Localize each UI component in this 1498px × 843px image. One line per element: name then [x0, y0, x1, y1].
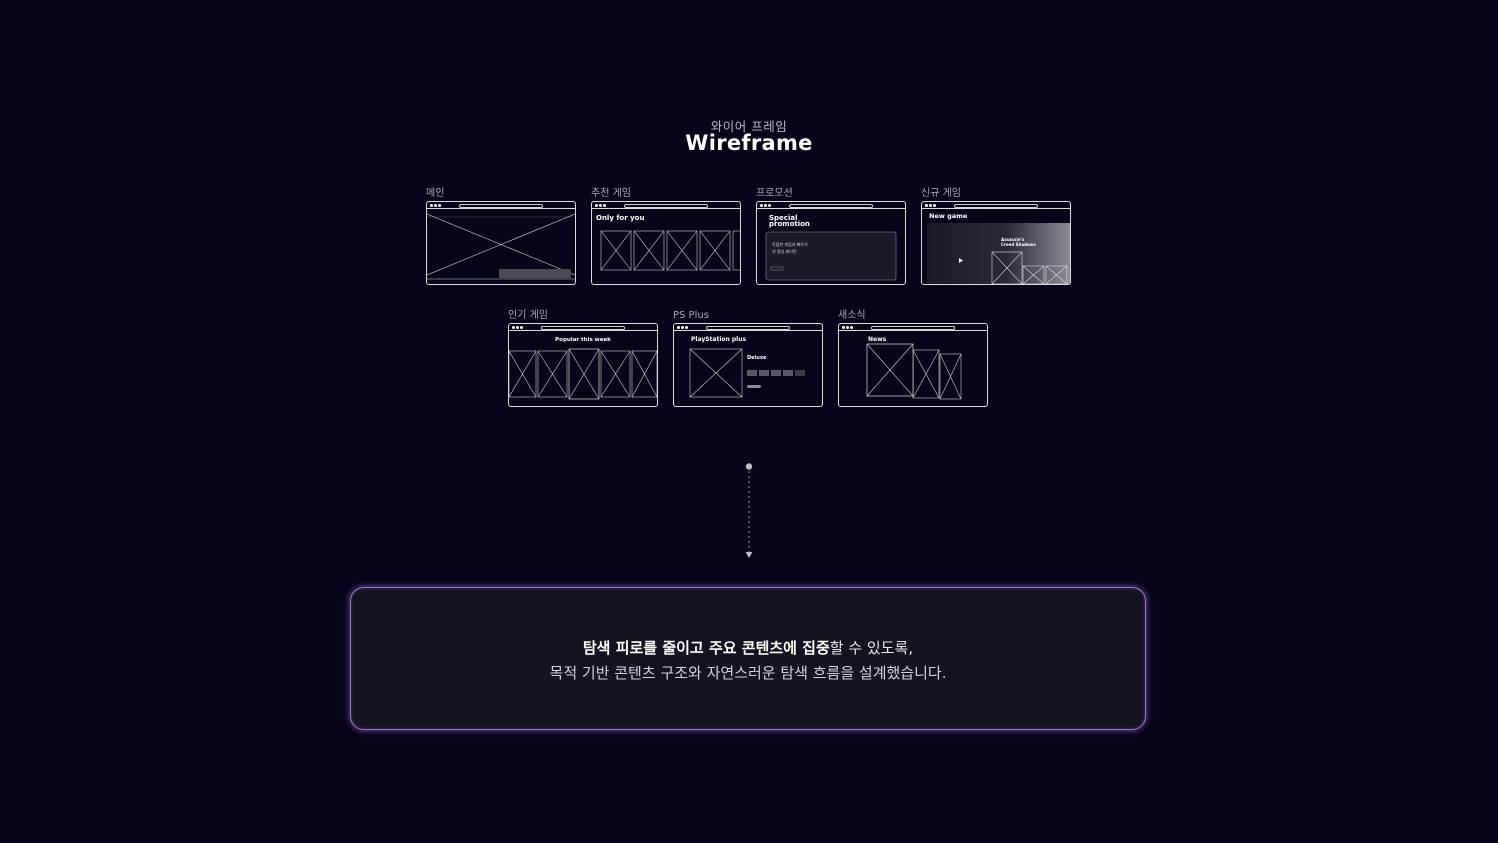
browser-frame: PlayStation plus Deluxe: [673, 323, 823, 407]
wireframe-heading: Special: [769, 214, 798, 222]
wireframe-heading: PlayStation plus: [691, 336, 747, 343]
wireframe-card-recommended[interactable]: 추천 게임 Only for you: [591, 187, 741, 285]
placeholder-x-icon: [689, 348, 805, 398]
summary-callout: 탐색 피로를 줄이고 주요 콘텐츠에 집중할 수 있도록, 목적 기반 콘텐츠 …: [350, 587, 1146, 730]
wireframe-card-news[interactable]: 새소식 News: [838, 309, 988, 407]
wireframe-label: 메인: [426, 188, 445, 199]
wireframe-heading: New game: [929, 212, 968, 220]
featured-banner: [927, 223, 1070, 284]
wireframe-heading: Only for you: [596, 214, 645, 222]
promo-text: 독점판 게임과 빠르기: [772, 242, 808, 247]
section-subtitle: 와이어 프레임: [710, 119, 788, 134]
wireframe-heading: Popular this week: [555, 337, 611, 343]
browser-frame: Popular this week: [508, 323, 658, 407]
browser-bar: [509, 324, 657, 331]
browser-frame: Only for you: [591, 201, 741, 285]
wireframe-card-psplus[interactable]: PS Plus PlayStation plus Deluxe: [673, 309, 823, 407]
promo-text: 의 풍성 파이먼: [772, 249, 797, 254]
browser-bar: [839, 324, 987, 331]
wireframe-card-newgame[interactable]: 신규 게임 New game Assassin's Creed S: [921, 187, 1071, 285]
browser-bar: [757, 202, 905, 209]
summary-line-1: 탐색 피로를 줄이고 주요 콘텐츠에 집중할 수 있도록,: [351, 637, 1145, 658]
section-title: Wireframe: [685, 131, 813, 155]
feature-title: Assassin's: [1001, 237, 1025, 242]
summary-line-2: 목적 기반 콘텐츠 구조와 자연스러운 탐색 흐름을 설계했습니다.: [549, 664, 947, 682]
wireframe-label: 새소식: [838, 310, 866, 321]
placeholder-x-icon: [866, 343, 962, 400]
feature-title-line2: Creed Shadows: [1001, 242, 1036, 247]
wireframe-label: PS Plus: [673, 310, 709, 321]
wireframe-heading: News: [868, 336, 887, 343]
placeholder-x-icon: [600, 230, 740, 271]
placeholder-x-icon: [509, 348, 657, 400]
wireframe-card-promotion[interactable]: 프로모션 Special promotion 독점판 게임과 빠르기 의 풍성 …: [756, 187, 906, 285]
browser-frame: [426, 201, 576, 285]
browser-frame: Special promotion 독점판 게임과 빠르기 의 풍성 파이먼: [756, 201, 906, 285]
wireframe-label: 인기 게임: [508, 310, 548, 321]
browser-bar: [674, 324, 822, 331]
browser-bar: [427, 202, 575, 209]
wireframe-label: 프로모션: [756, 188, 793, 199]
summary-line-1-rest: 할 수 있도록,: [829, 639, 914, 657]
wireframe-label: 신규 게임: [921, 188, 961, 199]
wireframe-card-main[interactable]: 메인: [426, 187, 576, 285]
wireframe-card-popular[interactable]: 인기 게임 Popular this week: [508, 309, 658, 407]
browser-frame: News: [838, 323, 988, 407]
wireframe-heading-line2: promotion: [769, 220, 810, 228]
browser-frame: New game Assassin's Creed Shadows: [921, 201, 1071, 285]
arrow-down-icon: [745, 463, 753, 558]
browser-bar: [922, 202, 1070, 209]
plan-name: Deluxe: [747, 355, 767, 361]
promo-panel: [765, 231, 897, 281]
wireframe-label: 추천 게임: [591, 188, 631, 199]
summary-highlight: 탐색 피로를 줄이고 주요 콘텐츠에 집중: [582, 639, 830, 657]
browser-bar: [592, 202, 740, 209]
placeholder-x-icon: [427, 213, 575, 280]
